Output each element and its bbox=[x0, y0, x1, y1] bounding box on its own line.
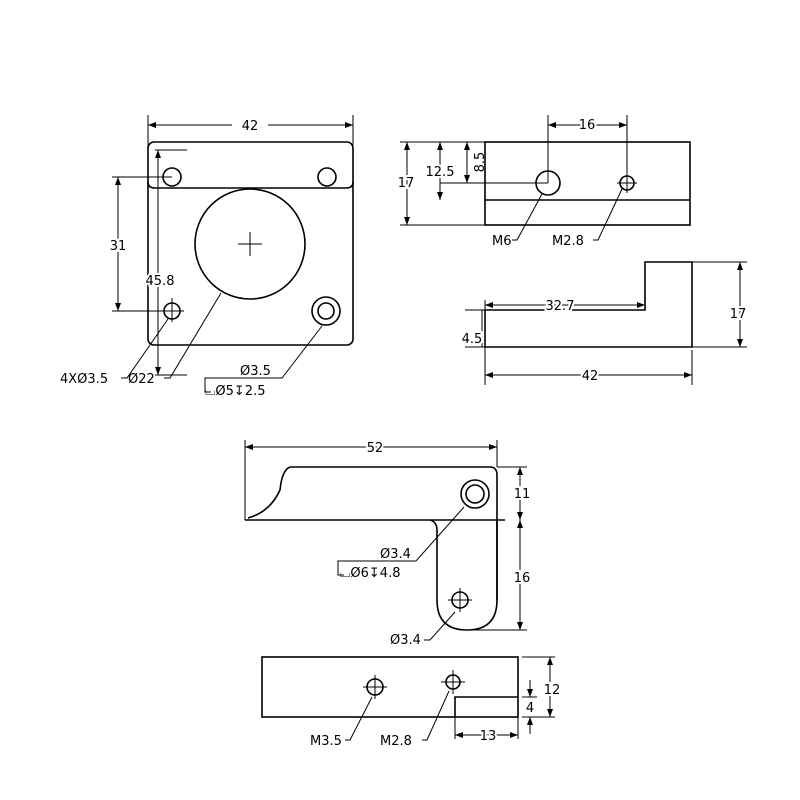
label-m35: M3.5 bbox=[310, 734, 342, 749]
label-cbore-hole: Ø3.5 bbox=[240, 364, 271, 379]
bottom-view: 12 4 13 M3.5 M2.8 bbox=[261, 656, 562, 749]
cbore-hole bbox=[311, 296, 341, 326]
dim-width: 42 bbox=[582, 369, 599, 384]
dim-height: 12 bbox=[544, 683, 561, 698]
dim-height: 17 bbox=[730, 307, 747, 322]
cbore-hole bbox=[460, 479, 490, 509]
dim-lower: 16 bbox=[514, 571, 531, 586]
dim-height: 45.8 bbox=[146, 274, 175, 289]
dim-width: 42 bbox=[242, 119, 259, 134]
plate-outline bbox=[147, 141, 354, 346]
label-m28: M2.8 bbox=[552, 234, 584, 249]
bore-circle bbox=[194, 188, 306, 300]
label-m6: M6 bbox=[492, 234, 512, 249]
label-bore: Ø22 bbox=[128, 372, 155, 387]
side-view: 32.7 4.5 17 42 bbox=[460, 261, 748, 386]
label-cbore-spec: ⌴Ø5↧2.5 bbox=[205, 384, 265, 399]
dim-m6-height: 12.5 bbox=[426, 165, 455, 180]
arm-view: 52 11 16 Ø3.4 ⌴Ø6↧4.8 Ø3.4 bbox=[244, 439, 532, 648]
dim-step: 4 bbox=[526, 701, 534, 716]
dim-width: 52 bbox=[367, 441, 384, 456]
label-lower-hole: Ø3.4 bbox=[390, 633, 421, 648]
hole bbox=[317, 167, 337, 187]
dim-height: 17 bbox=[398, 176, 415, 191]
dim-slot-length: 32.7 bbox=[546, 299, 575, 314]
dim-hole-spacing: 31 bbox=[110, 239, 127, 254]
label-cbore-spec: ⌴Ø6↧4.8 bbox=[340, 566, 400, 581]
label-cbore-hole: Ø3.4 bbox=[380, 547, 411, 562]
dim-hole-spacing: 16 bbox=[579, 118, 596, 133]
dim-m28-offset: 8.5 bbox=[473, 152, 488, 173]
dim-base-thickness: 4.5 bbox=[462, 332, 483, 347]
dim-step-length: 13 bbox=[480, 729, 497, 744]
label-m28: M2.8 bbox=[380, 734, 412, 749]
top-view: 16 17 12.5 8.5 M6 M2.8 bbox=[396, 115, 691, 249]
label-mount-holes: 4XØ3.5 bbox=[60, 372, 108, 387]
front-view: 42 31 45.8 4XØ3.5 Ø22 Ø3.5 ⌴Ø5↧2.5 bbox=[60, 115, 354, 399]
dim-upper: 11 bbox=[514, 487, 531, 502]
